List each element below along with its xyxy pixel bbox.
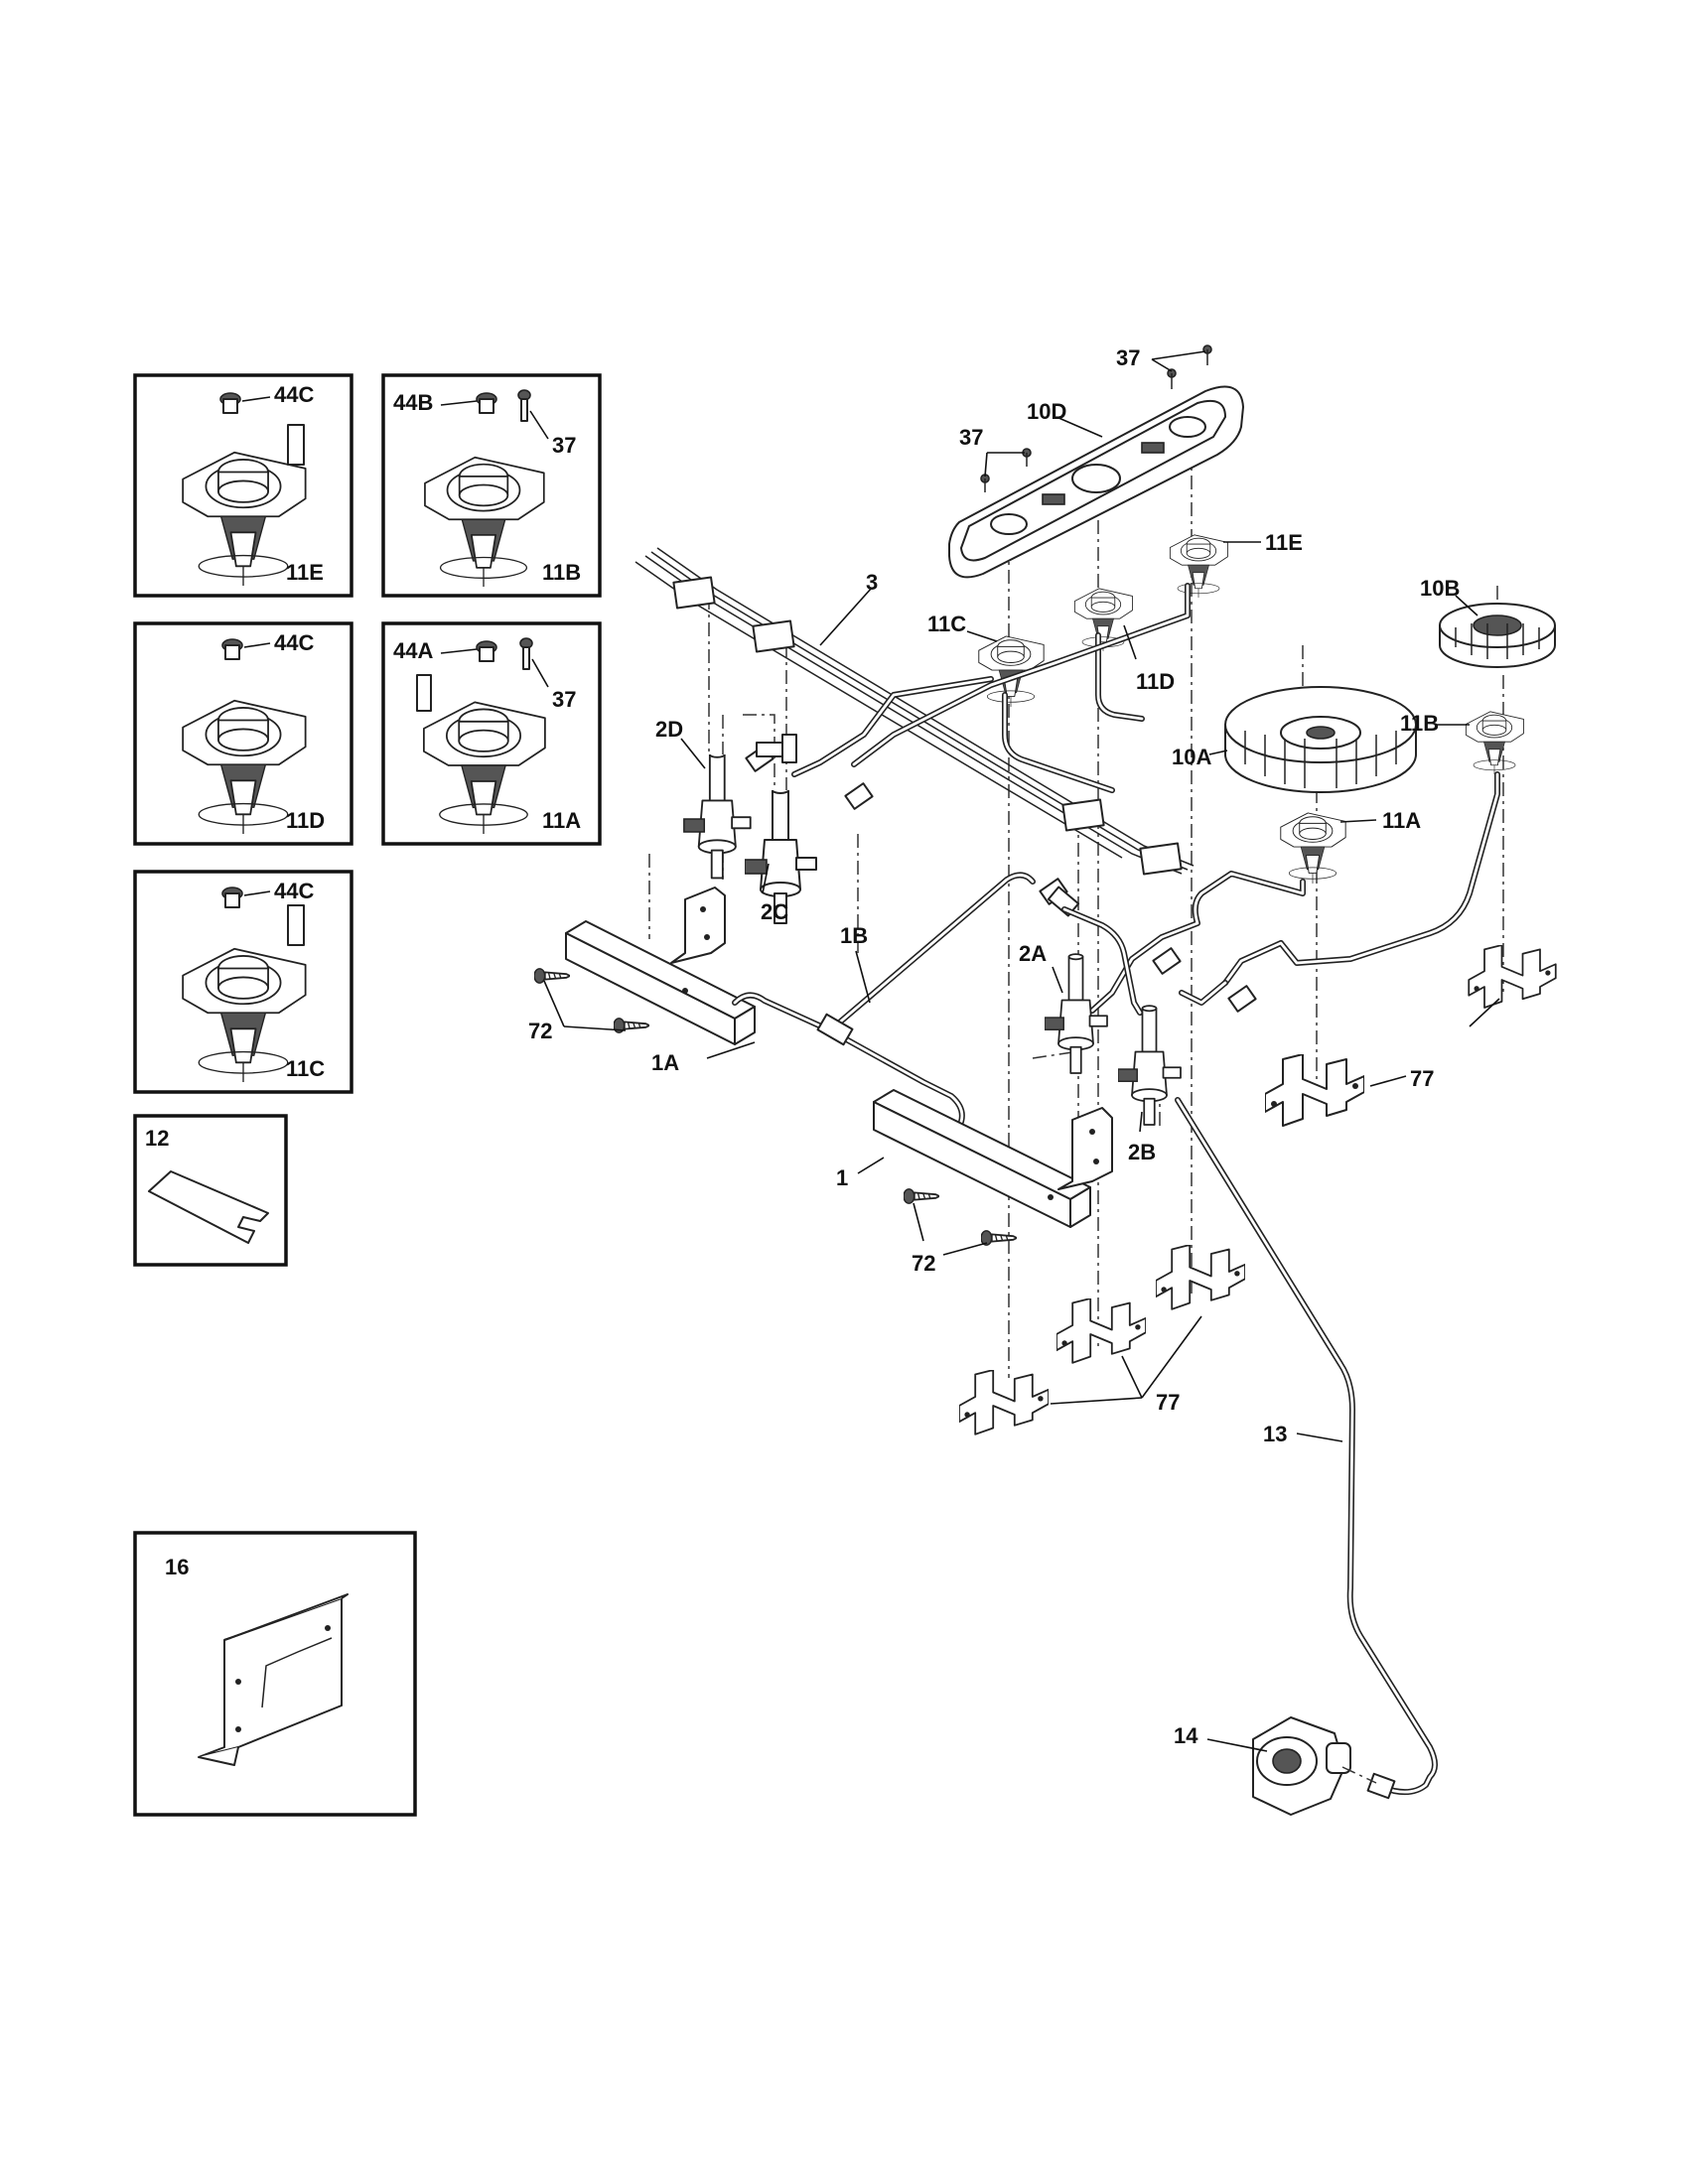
valve-2b <box>1118 1005 1182 1126</box>
inset-12: 12 <box>133 1114 288 1267</box>
label-10b: 10B <box>1420 576 1460 601</box>
burner-11e <box>1169 534 1229 598</box>
cap-44c-icon <box>219 392 241 414</box>
label-2c: 2C <box>761 899 788 924</box>
label-3: 3 <box>866 570 878 595</box>
inset-11a: 44A 37 11A <box>381 621 602 846</box>
burner-feed-tubes <box>791 583 1191 793</box>
inset-11c: 44C 11C <box>133 870 353 1094</box>
burner-11d <box>1073 588 1134 651</box>
bracket-77 <box>1056 1298 1146 1364</box>
bracket-77 <box>959 1370 1049 1435</box>
tube-2a-link <box>1061 906 1143 1016</box>
label-37-top: 37 <box>1116 345 1140 370</box>
label-11b: 11B <box>1400 711 1439 736</box>
label-2d: 2D <box>655 717 683 742</box>
pressure-regulator-14 <box>1252 1716 1396 1816</box>
inset-11b: 44B 37 11B <box>381 373 602 598</box>
label-11d: 11D <box>1136 669 1175 694</box>
tube-1b <box>732 872 1080 1125</box>
label-77-right: 77 <box>1410 1066 1434 1091</box>
burner-cap-10a <box>1224 686 1417 793</box>
label-1b: 1B <box>840 923 868 948</box>
burner-11b <box>1465 711 1525 774</box>
igniter-electrode <box>416 674 432 712</box>
label-cap: 44C <box>274 630 314 655</box>
label-72-left: 72 <box>528 1019 552 1043</box>
screw-37-icon <box>980 344 1212 492</box>
valve-2d-fitting <box>756 734 797 763</box>
label-cap: 44A <box>393 638 433 663</box>
label-14: 14 <box>1174 1723 1198 1748</box>
label-11e: 11E <box>1265 530 1303 555</box>
label-cap: 44C <box>274 879 314 903</box>
valve-2d <box>682 754 752 880</box>
label-11a: 11A <box>1382 808 1421 833</box>
inset-11d: 44C 11D <box>133 621 353 846</box>
shield-16 <box>198 1593 349 1766</box>
callout-leaders <box>543 350 1500 1752</box>
inset-16: 16 <box>133 1531 417 1817</box>
cap-44c-icon <box>221 887 243 908</box>
cap-44c-icon <box>221 638 243 660</box>
label-72-bottom: 72 <box>912 1251 935 1276</box>
igniter-electrode <box>287 904 305 946</box>
label-burner: 11B <box>542 560 581 585</box>
cap-44a-icon <box>476 640 497 662</box>
bracket-77 <box>1156 1245 1245 1310</box>
label-part: 12 <box>145 1126 169 1151</box>
label-burner: 11E <box>286 560 324 585</box>
screw-37-icon <box>519 637 533 670</box>
burner-cap-10b <box>1439 603 1556 668</box>
label-cap: 44B <box>393 390 433 415</box>
screw-72-icon <box>904 1187 939 1205</box>
igniter-electrode <box>287 424 305 466</box>
label-13: 13 <box>1263 1422 1287 1446</box>
label-cap: 44C <box>274 382 314 407</box>
label-2a: 2A <box>1019 941 1047 966</box>
label-1a: 1A <box>651 1050 679 1075</box>
ignition-harness-3 <box>634 547 1195 876</box>
bracket-77 <box>1468 945 1557 1009</box>
label-77-bottom: 77 <box>1156 1390 1180 1415</box>
label-burner: 11A <box>542 808 581 833</box>
label-10d: 10D <box>1027 399 1066 424</box>
label-11c: 11C <box>927 612 966 636</box>
label-screw: 37 <box>552 687 576 712</box>
burner-cap-10d <box>948 385 1244 579</box>
manifold-1a <box>565 887 756 1045</box>
label-burner: 11C <box>286 1056 325 1081</box>
gasket-12 <box>148 1170 269 1244</box>
label-screw: 37 <box>552 433 576 458</box>
burner-11a <box>1280 812 1346 884</box>
cap-44b-icon <box>476 392 497 414</box>
label-part: 16 <box>165 1555 189 1579</box>
screw-37-icon <box>517 389 531 422</box>
label-1: 1 <box>836 1165 848 1190</box>
inset-11e: 44C 11E <box>133 373 353 598</box>
label-2b: 2B <box>1128 1140 1156 1164</box>
manifold-1 <box>873 1089 1113 1228</box>
label-burner: 11D <box>286 808 325 833</box>
valve-feed-tubes <box>1089 771 1500 1014</box>
screw-72-icon <box>534 967 570 985</box>
label-37-left: 37 <box>959 425 983 450</box>
label-10a: 10A <box>1172 745 1211 769</box>
tube-13 <box>1175 1097 1438 1796</box>
callout-labels: 37 37 10D 11E 10B 11B 10A 11A 3 11C 11D … <box>528 345 1460 1748</box>
bracket-77 <box>1265 1054 1364 1127</box>
